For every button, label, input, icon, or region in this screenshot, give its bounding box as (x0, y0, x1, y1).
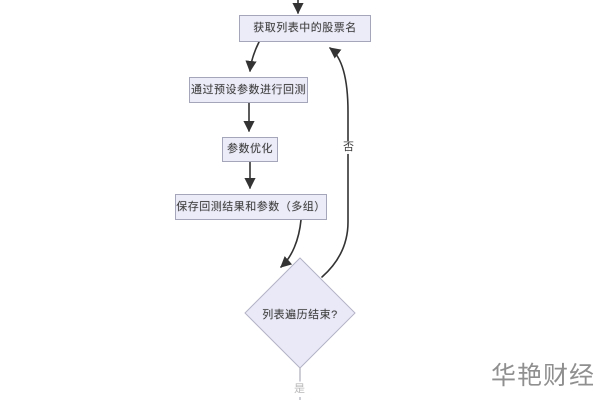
node-param-optimization: 参数优化 (222, 137, 278, 162)
node-get-stock-names: 获取列表中的股票名 (239, 15, 371, 42)
edge-decision-no-loop (321, 47, 349, 278)
edge-label-yes: 是 (294, 383, 305, 395)
edge-save-to-decision (280, 219, 302, 268)
node-save-results-params: 保存回测结果和参数（多组） (175, 194, 327, 220)
edge-getstock-to-backtest (245, 41, 260, 73)
decision-list-traversal-done-label: 列表遍历结束? (262, 309, 338, 321)
node-backtest-preset-params: 通过预设参数进行回测 (189, 77, 308, 103)
watermark-text: 华艳财经 (490, 362, 595, 390)
edge-label-no: 否 (342, 141, 355, 155)
